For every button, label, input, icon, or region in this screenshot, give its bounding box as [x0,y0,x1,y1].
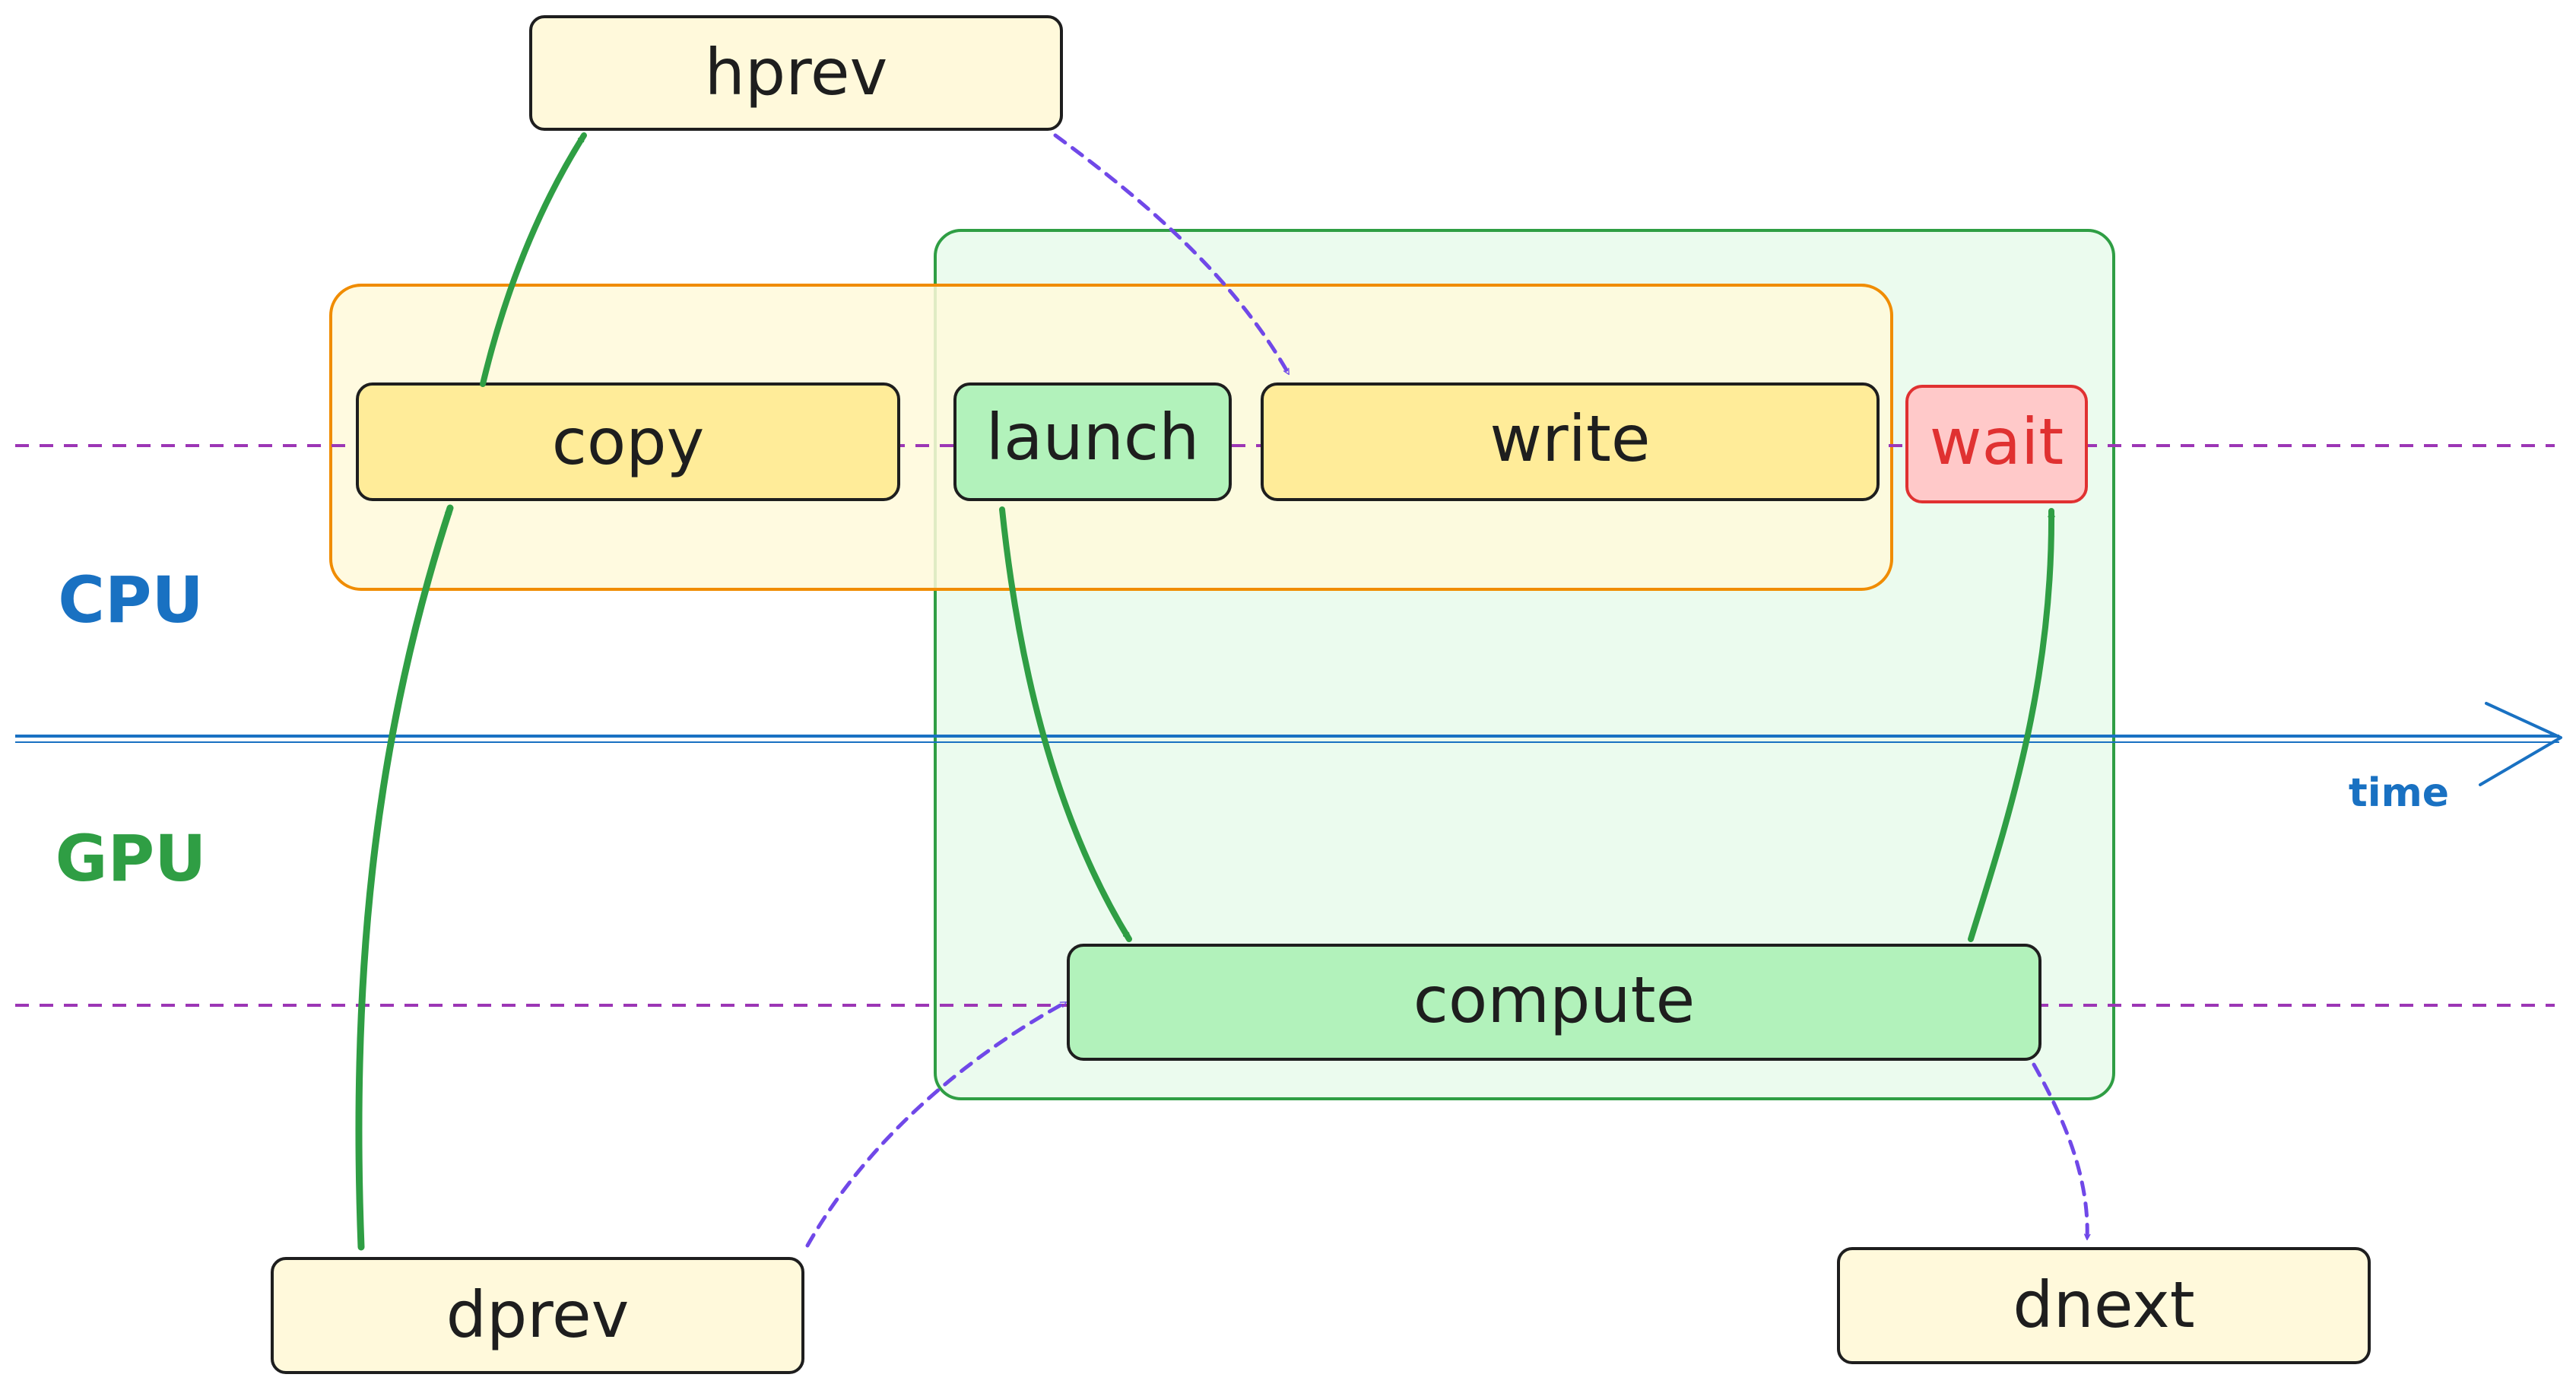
node-launch[interactable]: launch [953,382,1232,501]
node-write-label: write [1489,402,1650,476]
gpu-lane-label: GPU [56,821,207,896]
cpu-lane-label: CPU [58,563,203,637]
node-copy[interactable]: copy [356,382,900,501]
arrow-launch-to-compute [999,506,1132,942]
node-copy-label: copy [552,405,705,479]
node-dprev-label: dprev [446,1278,630,1352]
node-dnext[interactable]: dnext [1837,1247,2371,1364]
node-launch-label: launch [986,400,1200,474]
node-hprev[interactable]: hprev [529,15,1063,131]
node-wait[interactable]: wait [1905,385,2088,503]
arrow-copy-to-hprev [480,132,587,387]
arrow-hprev-to-write [1053,133,1291,376]
arrow-dprev-to-copy [355,504,454,1251]
arrow-dprev-to-compute [805,1000,1068,1248]
time-axis [15,702,2562,786]
node-write[interactable]: write [1261,382,1880,501]
arrow-compute-to-dnext [2032,1062,2091,1242]
node-dprev[interactable]: dprev [271,1257,804,1374]
node-compute-label: compute [1413,963,1696,1037]
arrow-compute-to-wait [1968,508,2055,942]
node-compute[interactable]: compute [1067,944,2041,1061]
node-dnext-label: dnext [2013,1268,2194,1342]
node-wait-label: wait [1930,405,2064,479]
node-hprev-label: hprev [705,35,888,110]
time-label: time [2349,770,2449,816]
